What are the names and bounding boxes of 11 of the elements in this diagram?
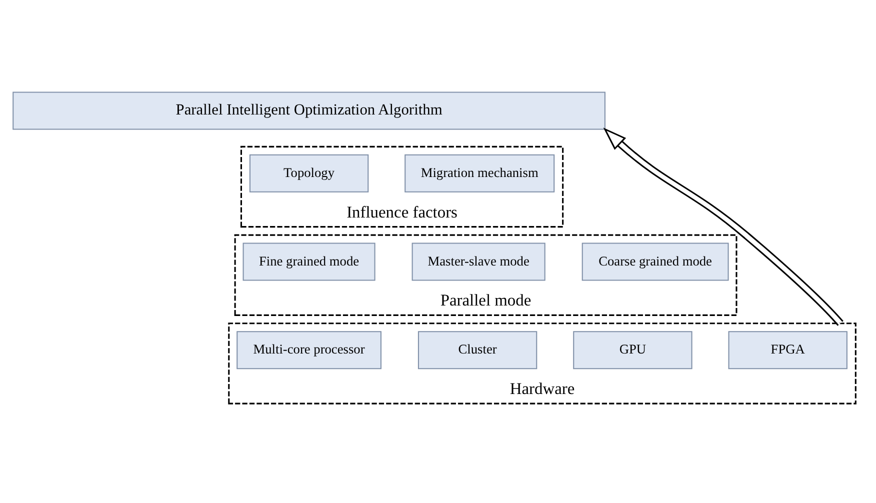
node-box: Parallel Intelligent Optimization Algorithm: [12, 91, 605, 130]
node-box: Migration mechanism: [404, 154, 554, 192]
node-box: FPGA: [728, 330, 847, 369]
node-box: GPU: [572, 330, 692, 369]
node-box: Multi-core processor: [236, 330, 381, 369]
node-box: Master-slave mode: [411, 242, 545, 280]
node-box: Coarse grained mode: [581, 242, 728, 280]
arrow: [602, 127, 843, 326]
node-box: Topology: [248, 154, 368, 192]
node-box: Cluster: [417, 330, 537, 369]
node-box: Fine grained mode: [242, 242, 375, 280]
